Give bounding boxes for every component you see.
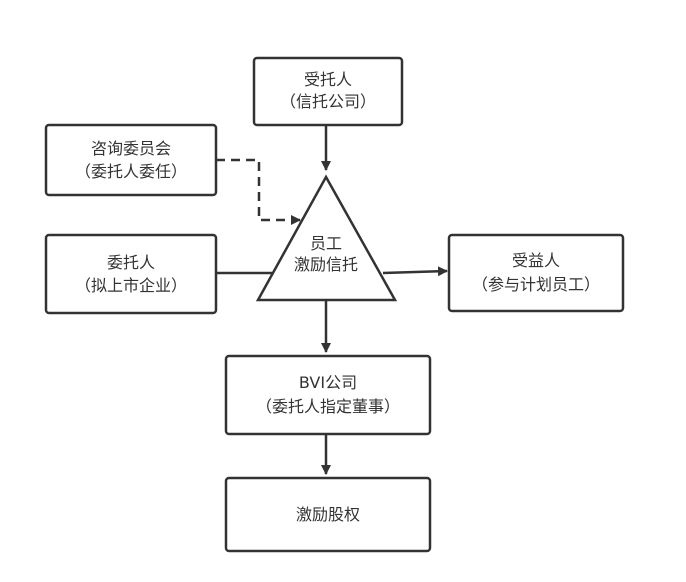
beneficiary-node: 受益人 （参与计划员工） xyxy=(447,233,625,313)
settlor-title: 委托人 xyxy=(107,253,155,272)
trustee-node: 受托人 （信托公司） xyxy=(252,56,404,127)
employee-trust-node: 员工 激励信托 xyxy=(255,174,398,302)
beneficiary-subtitle: （参与计划员工） xyxy=(472,275,600,294)
bvi-company-node: BVI公司 （委托人指定董事） xyxy=(224,354,432,436)
trust-title: 员工 xyxy=(310,234,342,253)
trust-subtitle: 激励信托 xyxy=(294,255,358,274)
settlor-node: 委托人 （拟上市企业） xyxy=(44,233,218,315)
trustee-subtitle: （信托公司） xyxy=(280,92,376,111)
bvi-title: BVI公司 xyxy=(299,373,357,392)
bvi-subtitle: （委托人指定董事） xyxy=(256,397,400,416)
edge-committee-to-trust xyxy=(216,158,301,225)
edge-trust-to-beneficiary xyxy=(382,266,448,277)
trustee-title: 受托人 xyxy=(304,70,352,89)
beneficiary-title: 受益人 xyxy=(512,251,560,270)
committee-subtitle: （委托人委任） xyxy=(75,162,187,181)
equity-title: 激励股权 xyxy=(296,505,360,524)
committee-node: 咨询委员会 （委托人委任） xyxy=(44,123,218,197)
incentive-equity-node: 激励股权 xyxy=(224,476,432,553)
committee-title: 咨询委员会 xyxy=(91,139,171,158)
settlor-subtitle: （拟上市企业） xyxy=(75,276,187,295)
